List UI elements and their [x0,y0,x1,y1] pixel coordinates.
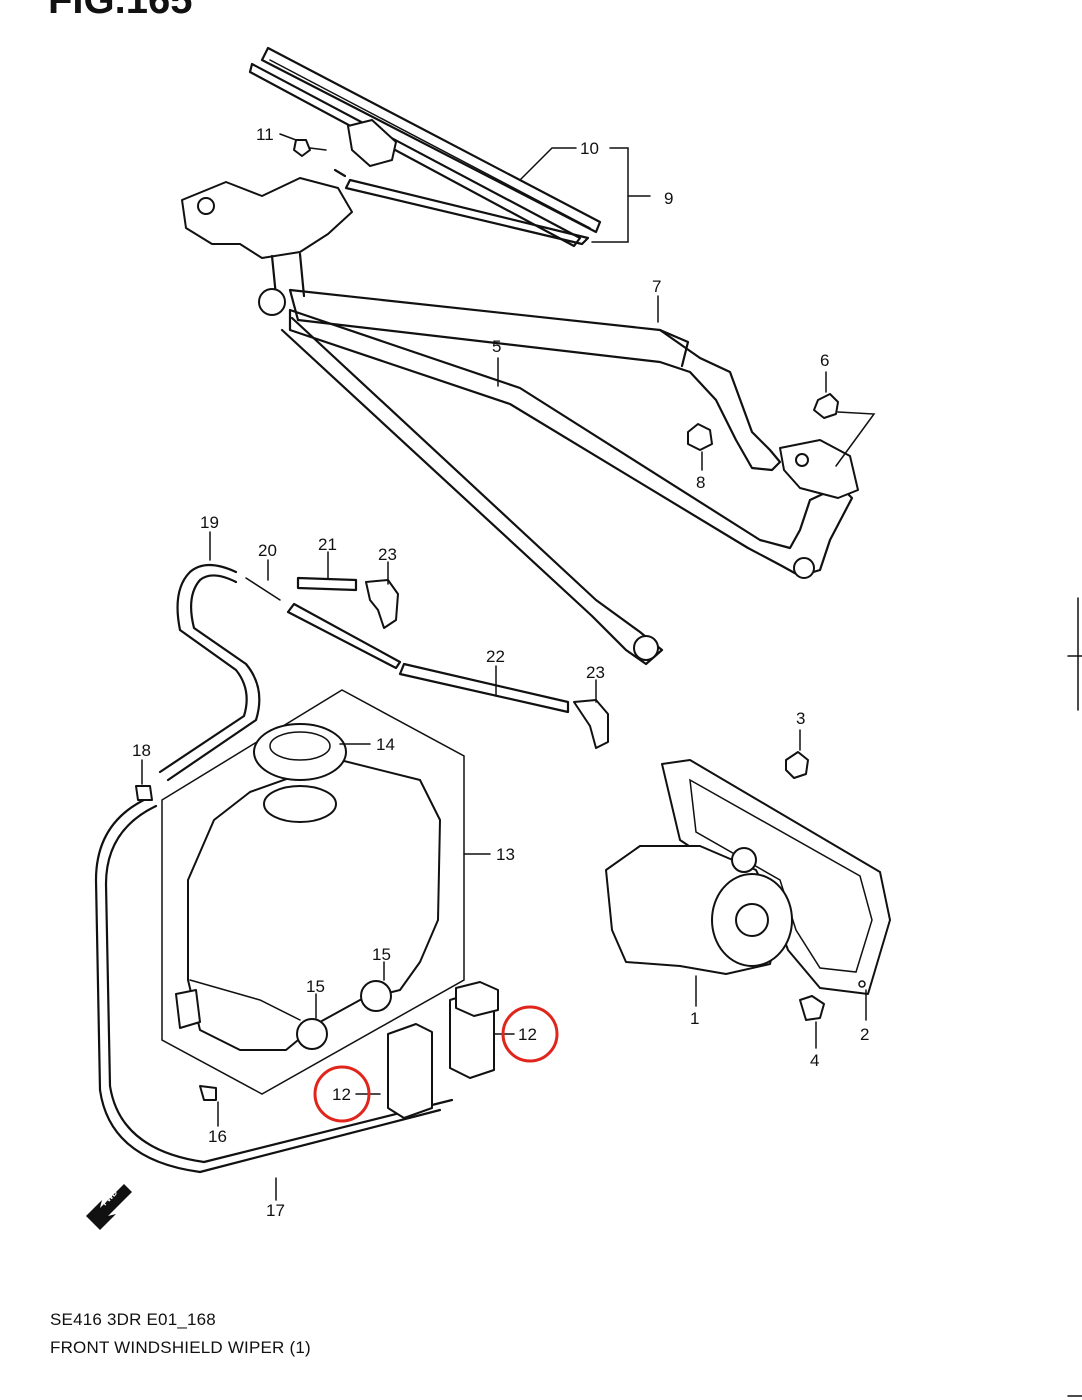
linkage-rod-5 [280,308,854,666]
callout-labels: 1 2 3 4 5 6 7 8 9 10 11 12 12 13 14 15 1… [132,125,869,1220]
callout-16: 16 [208,1127,227,1146]
callout-15-b: 15 [306,977,325,996]
callout-18: 18 [132,741,151,760]
callout-6: 6 [820,351,829,370]
callout-5: 5 [492,337,501,356]
callout-4: 4 [810,1051,819,1070]
pivot-housing [181,177,353,316]
callout-7: 7 [652,277,661,296]
callout-8: 8 [696,473,705,492]
callout-10: 10 [580,139,599,158]
callout-19: 19 [200,513,219,532]
diagram-code: SE416 3DR E01_168 [50,1310,216,1329]
wiper-arm [333,168,590,246]
callout-22: 22 [486,647,505,666]
callout-9: 9 [664,189,673,208]
washer-hoses [94,563,609,1174]
washer-tank [161,689,465,1095]
callout-20: 20 [258,541,277,560]
diagram-description: FRONT WINDSHIELD WIPER (1) [50,1338,311,1357]
leader-lines [141,133,876,1201]
callout-15-a: 15 [372,945,391,964]
callout-13: 13 [496,845,515,864]
fasteners [135,139,327,1101]
callout-1: 1 [690,1009,699,1028]
callout-21: 21 [318,535,337,554]
callout-2: 2 [860,1025,869,1044]
linkage-rod-7 [288,288,782,472]
callout-12-b: 12 [332,1085,351,1104]
callout-17: 17 [266,1201,285,1220]
callout-12-a: 12 [518,1025,537,1044]
washer-pumps [387,981,499,1119]
figure-title: FIG.165 [48,0,193,22]
highlight-circle-12-b [313,1065,371,1123]
callout-23-a: 23 [378,545,397,564]
highlight-circle-12-a [501,1005,559,1063]
wiper-blade [248,46,602,248]
pivot-bracket-right [687,393,859,499]
callout-11: 11 [256,125,274,144]
highlight-marks [313,1005,559,1123]
fwd-arrow: FWD [86,1184,132,1230]
callout-23-b: 23 [586,663,605,682]
callout-14: 14 [376,735,395,754]
wiper-motor-assembly [605,751,891,1021]
callout-3: 3 [796,709,805,728]
